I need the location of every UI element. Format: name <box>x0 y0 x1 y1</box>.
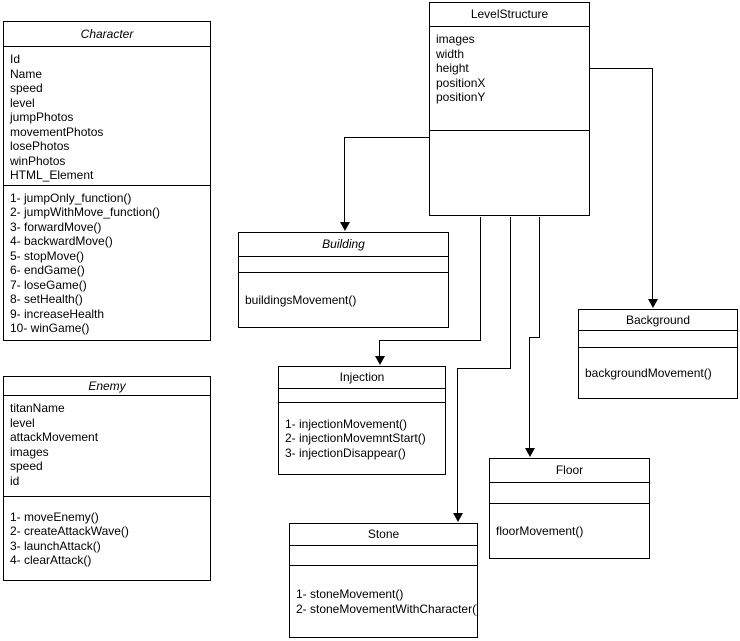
attribute: losePhotos <box>10 139 70 153</box>
methods-section: 1- moveEnemy()2- createAttackWave()3- la… <box>4 497 210 580</box>
arrowhead <box>340 222 350 231</box>
class-floor[interactable]: Floor floorMovement() <box>489 458 650 559</box>
method: 4- clearAttack() <box>10 553 92 567</box>
connector-segment <box>379 340 380 357</box>
method: 3- forwardMove() <box>10 219 102 234</box>
method: floorMovement() <box>496 523 584 538</box>
attribute: winPhotos <box>10 153 66 168</box>
class-stone[interactable]: Stone 1- stoneMovement()2- stoneMovement… <box>289 523 478 638</box>
attribute: height <box>436 61 469 75</box>
connector-segment <box>344 137 430 138</box>
attribute: movementPhotos <box>10 124 104 139</box>
methods-section: 1- jumpOnly_function()2- jumpWithMove_fu… <box>4 186 210 340</box>
methods-section: 1- stoneMovement()2- stoneMovementWithCh… <box>290 566 477 637</box>
attribute: speed <box>10 459 43 473</box>
attribute: images <box>436 32 475 46</box>
attribute: positionX <box>436 75 486 90</box>
attribute: jumpPhotos <box>10 110 74 124</box>
method: 8- setHealth() <box>10 292 83 306</box>
method: 1- injectionMovement() <box>285 416 408 431</box>
connector-segment <box>379 340 481 341</box>
methods-section: buildingsMovement() <box>239 273 448 327</box>
method: backgroundMovement() <box>585 365 712 380</box>
methods-section: backgroundMovement() <box>579 348 737 398</box>
arrowhead <box>453 513 463 522</box>
connector-segment <box>480 217 481 340</box>
method: 6- endGame() <box>10 263 85 277</box>
attribute: titanName <box>10 401 65 415</box>
attribute: images <box>10 444 49 459</box>
connector-segment <box>529 337 530 449</box>
connector-segment <box>539 217 540 337</box>
method: buildingsMovement() <box>245 292 357 307</box>
class-building[interactable]: Building buildingsMovement() <box>238 232 449 328</box>
connector-segment <box>652 68 653 299</box>
attribute: HTML_Element <box>10 168 94 182</box>
class-injection[interactable]: Injection 1- injectionMovement()2- injec… <box>278 366 446 475</box>
connector-segment <box>529 337 540 338</box>
class-title: Enemy <box>4 377 210 396</box>
methods-section <box>430 131 589 215</box>
method: 7- loseGame() <box>10 277 87 292</box>
method: 1- moveEnemy() <box>10 509 99 524</box>
method: 1- jumpOnly_function() <box>10 190 132 205</box>
class-title: LevelStructure <box>430 3 589 27</box>
method: 3- injectionDisappear() <box>285 445 406 460</box>
connector-segment <box>344 137 345 223</box>
method: 5- stopMove() <box>10 248 85 263</box>
attribute: positionY <box>436 90 486 104</box>
attributes-section <box>579 331 737 348</box>
class-title: Background <box>579 310 737 331</box>
class-title: Stone <box>290 524 477 546</box>
attributes-section <box>490 483 649 504</box>
method: 2- jumpWithMove_function() <box>10 205 161 219</box>
class-title: Building <box>239 233 448 257</box>
class-title: Injection <box>279 367 445 389</box>
attributes-section <box>279 389 445 403</box>
connector-segment <box>590 68 652 69</box>
attribute: width <box>436 46 465 61</box>
class-background[interactable]: Background backgroundMovement() <box>578 309 738 399</box>
class-title: Character <box>4 22 210 47</box>
attribute: level <box>10 415 35 430</box>
attribute: id <box>10 473 20 488</box>
arrowhead <box>648 299 658 308</box>
connector-segment <box>457 368 458 513</box>
methods-section: 1- injectionMovement()2- injectionMovemn… <box>279 403 445 474</box>
attributes-section <box>290 546 477 566</box>
method: 10- winGame() <box>10 321 90 335</box>
method: 2- stoneMovementWithCharacter() <box>296 601 477 616</box>
method: 9- increaseHealth <box>10 306 105 321</box>
attributes-section <box>239 257 448 273</box>
method: 4- backwardMove() <box>10 234 113 248</box>
arrowhead <box>525 448 535 457</box>
attribute: Id <box>10 52 21 66</box>
connector-segment <box>457 368 511 369</box>
method: 2- createAttackWave() <box>10 524 129 538</box>
methods-section: floorMovement() <box>490 504 649 558</box>
arrowhead <box>375 356 385 365</box>
attribute: level <box>10 95 35 110</box>
method: 1- stoneMovement() <box>296 587 404 601</box>
method: 3- launchAttack() <box>10 538 101 553</box>
attribute: Name <box>10 66 43 81</box>
attribute: attackMovement <box>10 430 99 444</box>
connector-segment <box>510 217 511 368</box>
class-title: Floor <box>490 459 649 483</box>
method: 2- injectionMovemntStart() <box>285 431 426 446</box>
attribute: speed <box>10 81 43 95</box>
